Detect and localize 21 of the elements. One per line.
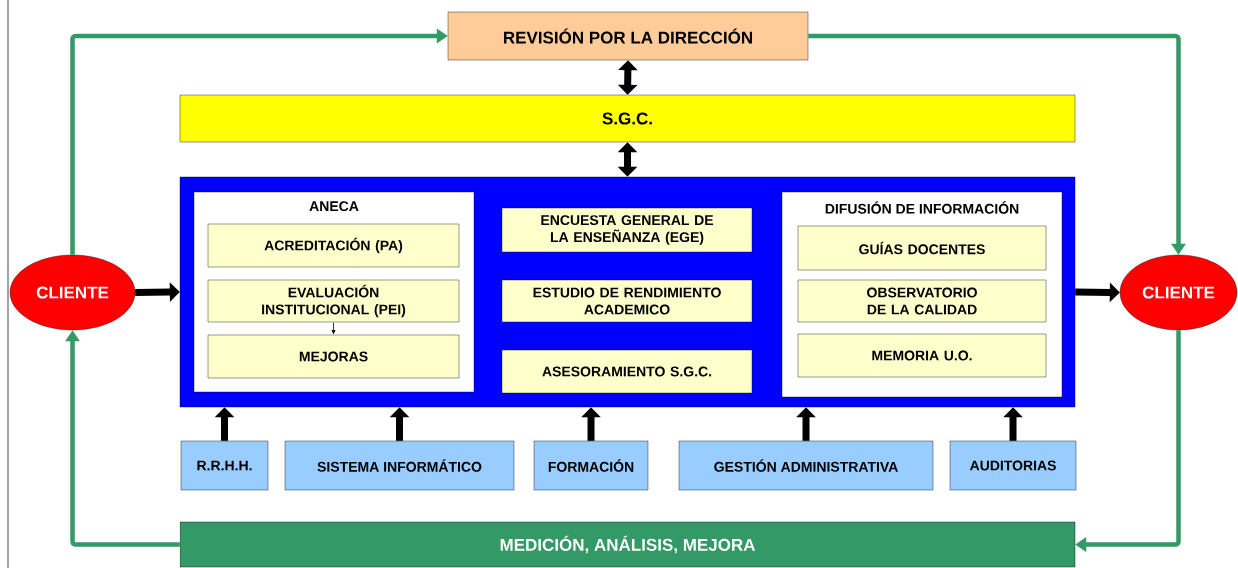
- arrow: [331, 322, 336, 335]
- process-box: OBSERVATORIO DE LA CALIDAD: [797, 279, 1047, 323]
- process-box: ASESORAMIENTO S.G.C.: [501, 349, 753, 394]
- process-box: ENCUESTA GENERAL DE LA ENSEÑANZA (EGE): [501, 207, 753, 253]
- process-bar: MEDICIÓN, ANÁLISIS, MEJORA: [179, 521, 1076, 568]
- resource-box: GESTIÓN ADMINISTRATIVA: [678, 440, 934, 491]
- resource-box: SISTEMA INFORMÁTICO: [284, 440, 515, 491]
- resource-box: AUDITORIAS: [949, 440, 1077, 491]
- process-box: MEMORIA U.O.: [797, 333, 1047, 378]
- resource-box: R.R.H.H.: [180, 440, 269, 491]
- system-bar: S.G.C.: [179, 94, 1076, 143]
- process-box: ACREDITACIÓN (PA): [207, 223, 460, 268]
- arrow: [617, 142, 638, 177]
- process-box: REVISIÓN POR LA DIRECCIÓN: [447, 11, 809, 61]
- panel-heading: ANECA: [309, 201, 359, 212]
- panel-heading: DIFUSIÓN DE INFORMACIÓN: [825, 201, 1019, 214]
- process-box: ESTUDIO DE RENDIMIENTO ACADEMICO: [501, 279, 753, 323]
- process-box: GUÍAS DOCENTES: [797, 225, 1047, 271]
- process-box: EVALUACIÓN INSTITUCIONAL (PEI): [207, 279, 460, 323]
- process-box: MEJORAS: [207, 334, 460, 379]
- resource-box: FORMACIÓN: [533, 440, 649, 491]
